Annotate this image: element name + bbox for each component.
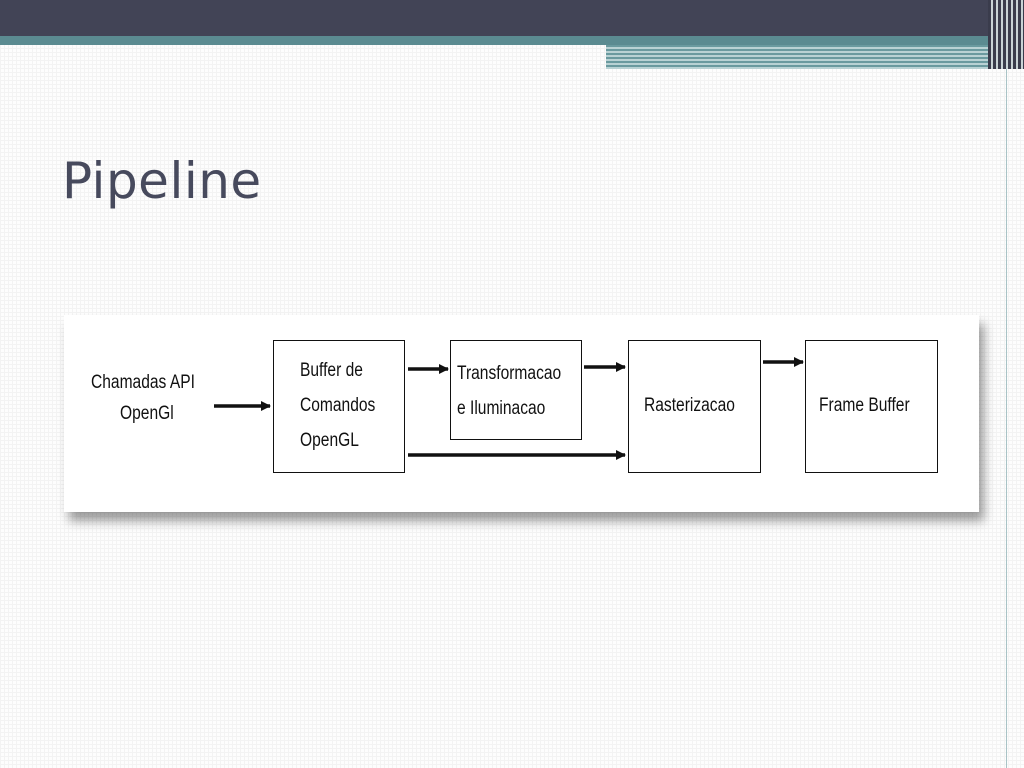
slide-top-band [0,0,1024,36]
slide-corner-stripes [988,0,1024,69]
slide-title: Pipeline [62,152,262,210]
node-transform-label-line2: e Iluminacao [457,398,546,419]
pipeline-arrows [214,357,804,460]
slide-accent-band [0,36,1024,45]
node-buffer-label-line1: Buffer de [300,360,363,381]
node-buffer [273,340,405,473]
node-framebuffer-label: Frame Buffer [819,395,910,416]
pipeline-diagram: Chamadas API OpenGl Buffer de Comandos O… [64,315,979,512]
slide-right-rule [1006,69,1007,768]
node-transform [450,340,582,440]
node-raster-label: Rasterizacao [644,395,735,416]
node-framebuffer [805,340,938,473]
node-api-label-line1: Chamadas API [91,372,195,393]
node-buffer-label-line2: Comandos [300,395,376,416]
node-buffer-label-line3: OpenGL [300,430,359,451]
node-api-label-line2: OpenGl [120,403,174,424]
node-transform-label-line1: Transformacao [457,363,562,384]
slide-accent-strip [606,45,1024,69]
node-raster [628,340,761,473]
